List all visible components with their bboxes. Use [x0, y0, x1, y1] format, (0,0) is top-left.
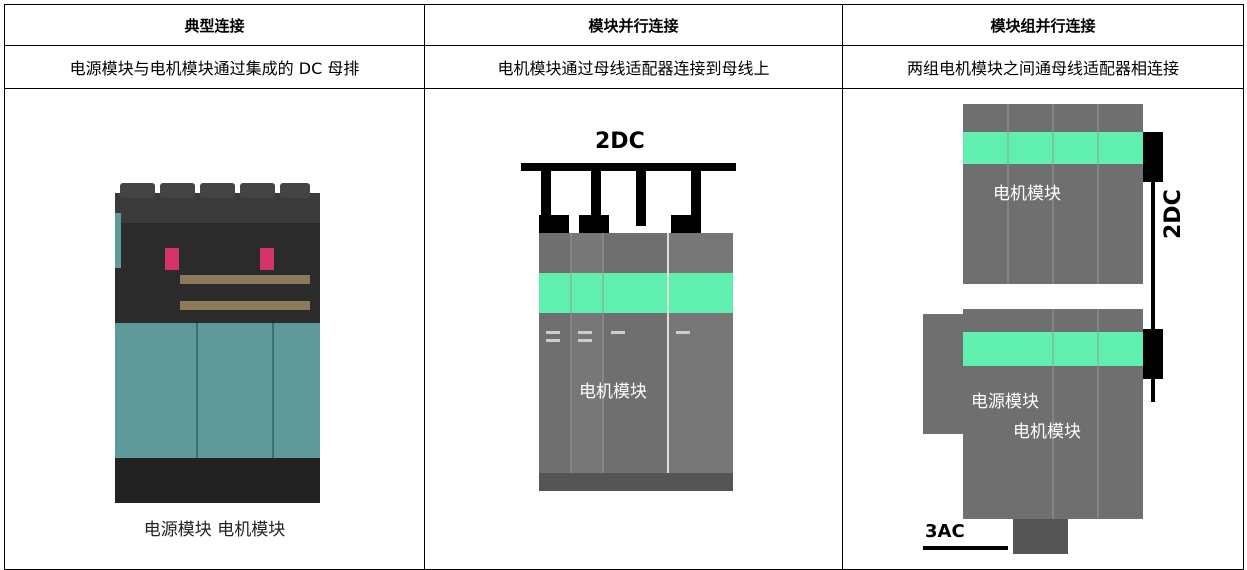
- header-typical: 典型连接: [4, 4, 425, 46]
- bus-label-2dc: 2DC: [595, 129, 645, 154]
- input-label-3ac: 3AC: [925, 521, 965, 542]
- group-parallel-diagram: [923, 104, 1163, 554]
- connection-table: 典型连接 模块并行连接 模块组并行连接 电源模块与电机模块通过集成的 DC 母排…: [4, 4, 1244, 570]
- bottom-motor-module-label: 电机模块: [1013, 422, 1081, 442]
- cell-typical-image: 电源模块 电机模块: [4, 88, 425, 570]
- top-motor-module-label: 电机模块: [993, 184, 1061, 204]
- power-motor-module-photo: [115, 183, 320, 503]
- motor-module-label: 电机模块: [579, 382, 647, 402]
- header-group-parallel: 模块组并行连接: [842, 4, 1244, 46]
- cell-group-parallel-image: 电机模块 2DC 电源模块 电机模块 3AC: [842, 88, 1244, 570]
- desc-group-parallel: 两组电机模块之间通母线适配器相连接: [842, 45, 1244, 89]
- desc-module-parallel: 电机模块通过母线适配器连接到母线上: [424, 45, 843, 89]
- header-module-parallel: 模块并行连接: [424, 4, 843, 46]
- bus-label-2dc-vertical: 2DC: [1161, 189, 1186, 239]
- power-module-label: 电源模块: [971, 392, 1039, 412]
- parallel-motor-modules-diagram: [521, 163, 736, 491]
- desc-typical: 电源模块与电机模块通过集成的 DC 母排: [4, 45, 425, 89]
- caption-power-motor: 电源模块 电机模块: [143, 520, 286, 540]
- cell-module-parallel-image: 2DC: [424, 88, 843, 570]
